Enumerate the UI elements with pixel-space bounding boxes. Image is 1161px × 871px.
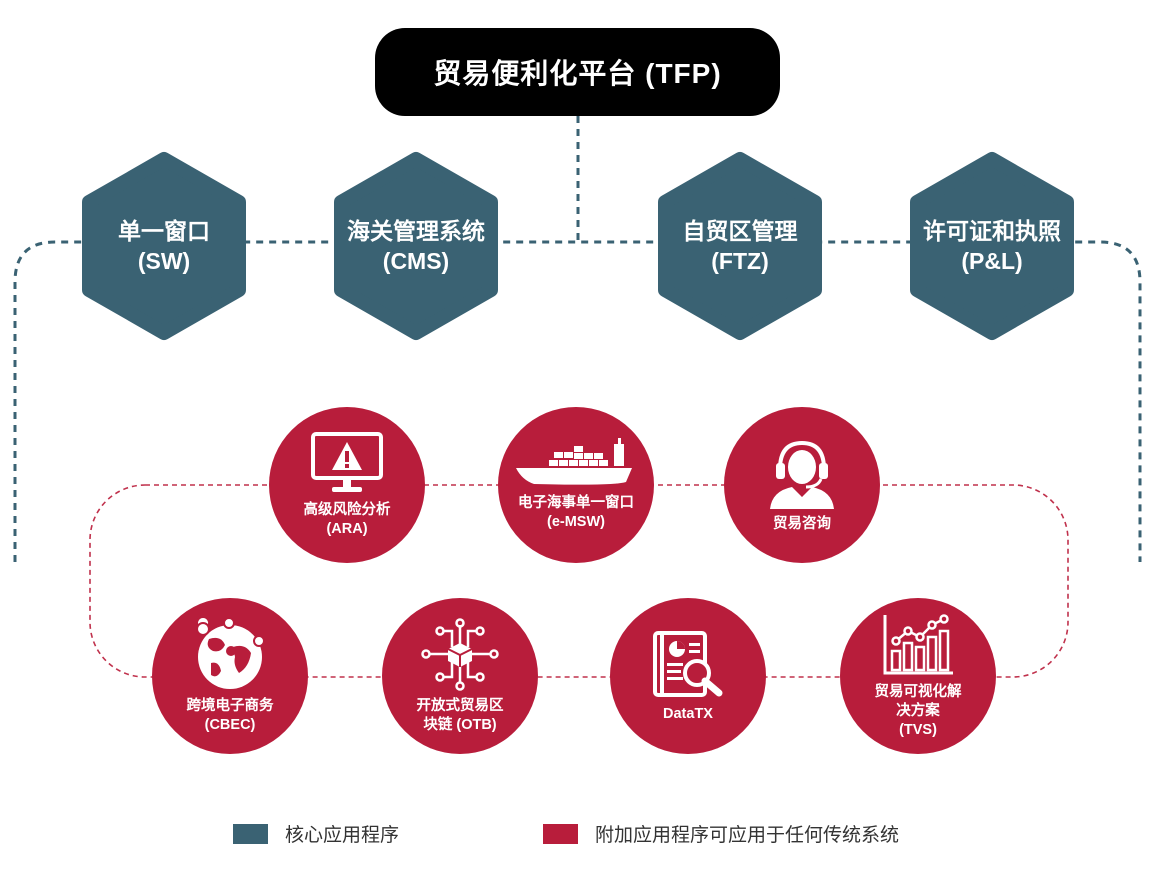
core-app-abbr: (P&L) xyxy=(961,248,1023,274)
platform-title: 贸易便利化平台 (TFP) xyxy=(433,58,722,89)
hexagon-shape xyxy=(658,152,822,340)
legend-addon-label: 附加应用程序可应用于任何传统系统 xyxy=(595,825,900,846)
bar-chart-icon xyxy=(883,613,953,674)
core-app-name: 单一窗口 xyxy=(118,218,210,244)
core-app-abbr: (FTZ) xyxy=(711,248,769,274)
addon-app-cbec: 跨境电子商务 (CBEC) xyxy=(152,598,308,754)
hexagon-shape xyxy=(334,152,498,340)
addon-app-label: 贸易可视化解 xyxy=(874,683,962,700)
addon-app-label: 开放式贸易区 xyxy=(416,698,504,714)
addon-app-label-cont: 决方案 xyxy=(896,702,940,719)
addon-app-label: DataTX xyxy=(663,705,713,722)
headset-agent-icon xyxy=(770,440,834,509)
core-app-name: 海关管理系统 xyxy=(347,218,485,244)
legend-addon: 附加应用程序可应用于任何传统系统 xyxy=(543,820,899,847)
core-app-abbr: (CMS) xyxy=(382,248,450,274)
legend-core-label: 核心应用程序 xyxy=(285,825,400,846)
addon-app-otb: 开放式贸易区 块链 (OTB) xyxy=(382,598,538,754)
addon-app-abbr: (CBEC) xyxy=(204,717,256,733)
addon-app-abbr: (TVS) xyxy=(899,721,937,738)
legend-core-swatch xyxy=(233,823,268,844)
core-dashed-connector xyxy=(13,116,1142,562)
core-app-sw: 单一窗口 (SW) xyxy=(81,151,247,341)
addon-app-abbr: (e-MSW) xyxy=(547,514,605,530)
cargo-ship-icon xyxy=(516,438,632,485)
addon-app-label: 跨境电子商务 xyxy=(186,698,274,714)
core-app-name: 自贸区管理 xyxy=(682,218,798,244)
addon-app-ara: 高级风险分析 (ARA) xyxy=(269,407,425,563)
addon-app-label: 电子海事单一窗口 xyxy=(518,495,634,511)
addon-app-abbr: (ARA) xyxy=(326,521,368,537)
core-app-pl: 许可证和执照 (P&L) xyxy=(909,151,1075,341)
addon-app-emsw: 电子海事单一窗口 (e-MSW) xyxy=(498,407,654,563)
hexagon-shape xyxy=(82,152,246,340)
core-app-ftz: 自贸区管理 (FTZ) xyxy=(657,151,823,341)
addon-app-tvs: 贸易可视化解 决方案 (TVS) xyxy=(840,598,996,754)
globe-pins-icon xyxy=(196,617,265,689)
hexagon-shape xyxy=(910,152,1074,340)
core-app-cms: 海关管理系统 (CMS) xyxy=(333,151,499,341)
legend-core: 核心应用程序 xyxy=(233,820,399,847)
legend-addon-swatch xyxy=(543,823,578,844)
addon-app-trade-consulting: 贸易咨询 xyxy=(724,407,880,563)
core-app-name: 许可证和执照 xyxy=(923,218,1061,244)
platform-title-box: 贸易便利化平台 (TFP) xyxy=(375,28,780,116)
blockchain-icon xyxy=(421,618,499,691)
addon-app-label: 高级风险分析 xyxy=(303,502,391,518)
addon-app-label: 贸易咨询 xyxy=(773,515,831,532)
core-app-abbr: (SW) xyxy=(137,248,191,274)
addon-app-datatx: DataTX xyxy=(610,598,766,754)
addon-app-abbr: 块链 (OTB) xyxy=(423,717,497,733)
monitor-warning-icon xyxy=(311,432,383,492)
document-search-icon xyxy=(653,630,723,697)
